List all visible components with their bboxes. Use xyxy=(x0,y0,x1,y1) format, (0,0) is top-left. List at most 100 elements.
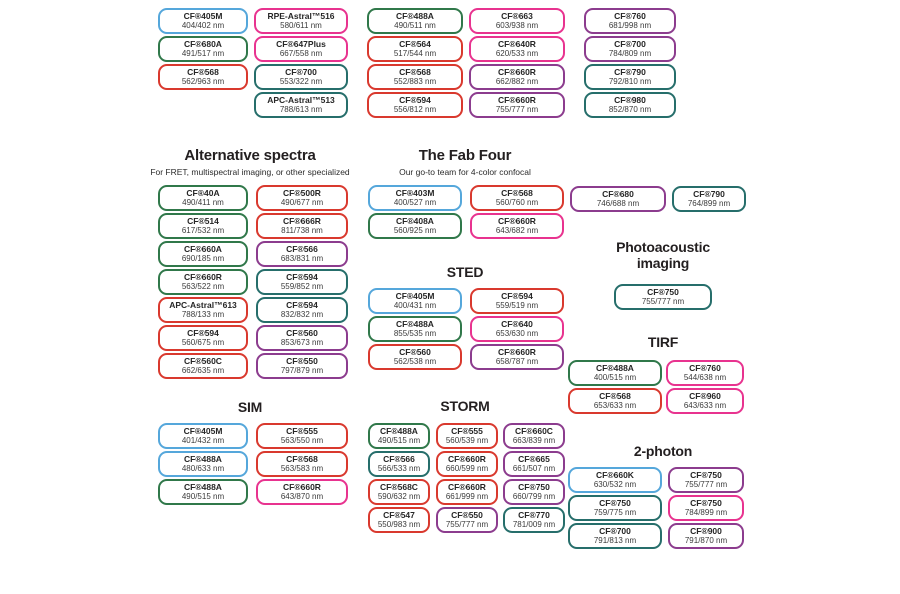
dye-excitation-emission: 552/883 nm xyxy=(393,77,437,87)
dye-name: CF®405M xyxy=(395,291,435,302)
dye-excitation-emission: 517/544 nm xyxy=(393,49,437,59)
dye-excitation-emission: 755/777 nm xyxy=(495,105,539,115)
dye-excitation-emission: 590/632 nm xyxy=(377,492,421,502)
dye-excitation-emission: 400/515 nm xyxy=(593,373,637,383)
dye-name: CF®700 xyxy=(285,67,317,78)
dye-name: CF®760 xyxy=(614,11,646,22)
dye-name: CF®594 xyxy=(399,95,431,106)
dye-name: CF®408A xyxy=(396,216,434,227)
dye-excitation-emission: 643/870 nm xyxy=(280,492,324,502)
dye-name: CF®666R xyxy=(283,216,321,227)
dye-excitation-emission: 781/009 nm xyxy=(512,520,556,530)
dye-excitation-emission: 490/411 nm xyxy=(182,198,224,208)
dye-name: CF®566 xyxy=(383,454,415,465)
section-title: TIRF xyxy=(647,334,679,350)
section-title: Photoacoustic imaging xyxy=(616,239,710,272)
dye-excitation-emission: 662/882 nm xyxy=(495,77,539,87)
dye-excitation-emission: 603/938 nm xyxy=(495,21,539,31)
dye-excitation-emission: 559/519 nm xyxy=(495,301,539,311)
dye-name: CF®900 xyxy=(690,526,722,537)
dye-name: CF®405M xyxy=(183,11,223,22)
dye-name: CF®568 xyxy=(501,188,533,199)
dye-excitation-emission: 560/539 nm xyxy=(445,436,489,446)
dye-excitation-emission: 852/870 nm xyxy=(608,105,652,115)
dye-name: CF®488A xyxy=(596,363,634,374)
dye-name: CF®488A xyxy=(396,319,434,330)
dye-excitation-emission: 791/870 nm xyxy=(684,536,728,546)
dye-name: CF®568 xyxy=(399,67,431,78)
dye-excitation-emission: 400/527 nm xyxy=(393,198,437,208)
dye-name: CF®594 xyxy=(286,300,318,311)
dye-name: CF®790 xyxy=(614,67,646,78)
dye-name: CF®663 xyxy=(501,11,533,22)
dye-excitation-emission: 580/611 nm xyxy=(280,21,322,31)
dye-name: CF®560 xyxy=(399,347,431,358)
dye-name: CF®660R xyxy=(448,454,486,465)
dye-name: CF®550 xyxy=(451,510,483,521)
dye-excitation-emission: 556/812 nm xyxy=(393,105,437,115)
dye-name: CF®960 xyxy=(689,391,721,402)
dye-excitation-emission: 792/810 nm xyxy=(608,77,652,87)
dye-name: CF®665 xyxy=(518,454,550,465)
dye-excitation-emission: 566/533 nm xyxy=(377,464,421,474)
dye-name: CF®660R xyxy=(498,347,536,358)
section-header-fab-four: The Fab Four Our go-to team for 4-color … xyxy=(360,147,570,177)
dye-excitation-emission: 653/630 nm xyxy=(495,329,539,339)
dye-excitation-emission: 660/799 nm xyxy=(512,492,556,502)
dye-name: CF®790 xyxy=(693,189,725,200)
dye-excitation-emission: 663/839 nm xyxy=(512,436,556,446)
section-subtitle: Our go-to team for 4-color confocal xyxy=(399,167,531,178)
dye-excitation-emission: 404/402 nm xyxy=(181,21,225,31)
section-title: 2-photon xyxy=(633,443,693,459)
dye-excitation-emission: 759/775 nm xyxy=(593,508,637,518)
dye-name: CF®566 xyxy=(286,244,318,255)
dye-name: CF®568 xyxy=(599,391,631,402)
section-title: STORM xyxy=(440,398,490,414)
dye-excitation-emission: 563/550 nm xyxy=(280,436,324,446)
dye-excitation-emission: 755/777 nm xyxy=(684,480,728,490)
dye-excitation-emission: 853/673 nm xyxy=(280,338,324,348)
dye-name: CF®680A xyxy=(184,39,222,50)
dye-excitation-emission: 660/599 nm xyxy=(445,464,489,474)
dye-excitation-emission: 550/983 nm xyxy=(377,520,421,530)
dye-excitation-emission: 480/633 nm xyxy=(181,464,225,474)
dye-name: CF®488A xyxy=(380,426,418,437)
dye-excitation-emission: 400/431 nm xyxy=(393,301,437,311)
section-header-storm: STORM xyxy=(365,398,565,414)
dye-name: CF®770 xyxy=(518,510,550,521)
dye-excitation-emission: 563/522 nm xyxy=(181,282,225,292)
